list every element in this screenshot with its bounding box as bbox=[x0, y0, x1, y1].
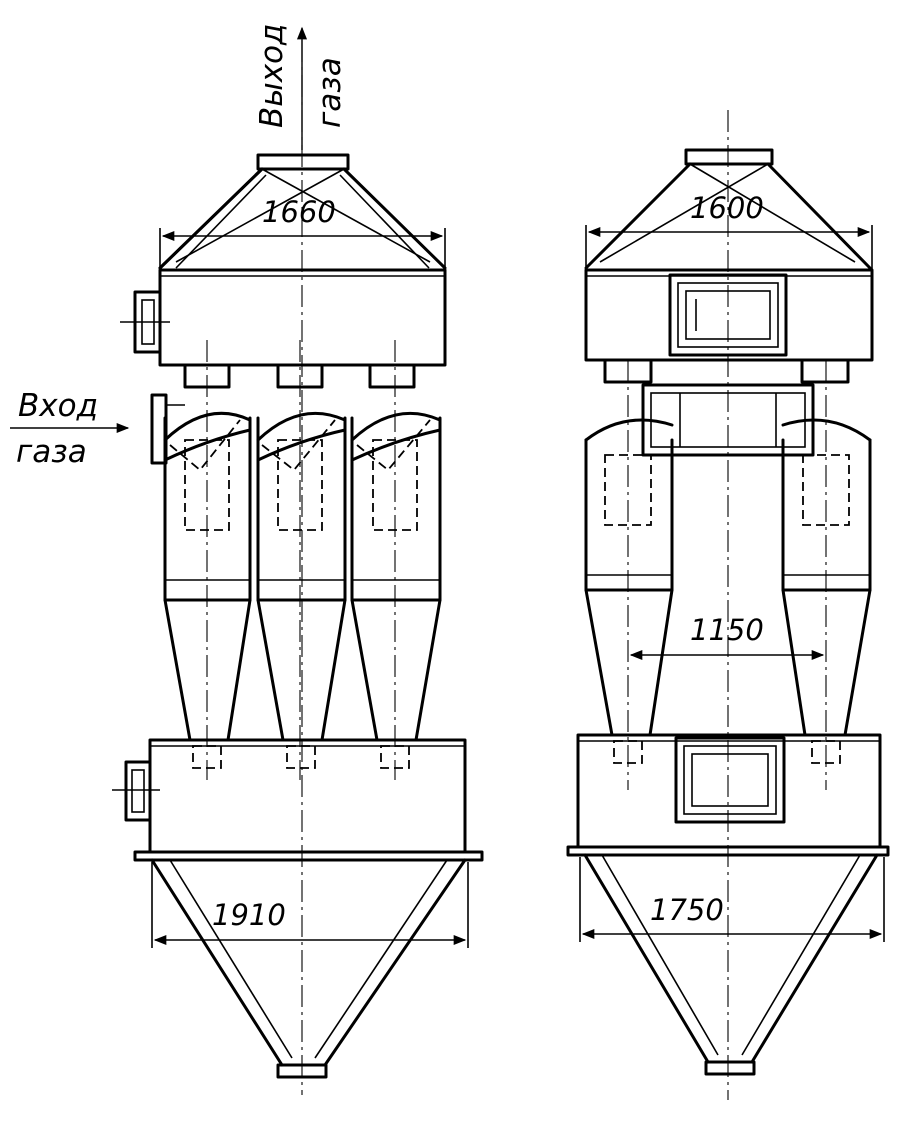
dimension-side-top bbox=[585, 225, 873, 270]
side-outlet-pipes bbox=[603, 358, 850, 384]
gas-inlet-label-line2: газа bbox=[16, 434, 87, 470]
dimension-front-top bbox=[159, 228, 446, 270]
side-hopper bbox=[583, 853, 879, 1076]
side-cyclone-left bbox=[584, 360, 674, 790]
dim-front-top-value: 1660 bbox=[262, 195, 336, 229]
gas-outlet-label-line1: Выход bbox=[254, 24, 290, 129]
dimension-side-hopper bbox=[579, 857, 885, 942]
gas-inlet-label-line1: Вход bbox=[18, 388, 98, 424]
front-top-hood bbox=[158, 153, 447, 270]
front-view bbox=[112, 40, 484, 1095]
side-cyclone-right bbox=[781, 360, 872, 790]
dim-front-hopper-value: 1910 bbox=[212, 898, 286, 932]
dim-side-hopper-value: 1750 bbox=[650, 893, 724, 927]
dim-side-spacing-value: 1150 bbox=[690, 613, 764, 647]
gas-outlet-label-line2: газа bbox=[312, 57, 348, 128]
front-cyclone-1 bbox=[163, 340, 252, 780]
side-lower-collector bbox=[566, 733, 890, 857]
front-gas-inlet-flange bbox=[150, 393, 185, 465]
dimension-front-hopper bbox=[151, 862, 469, 948]
side-lower-hatch bbox=[674, 736, 786, 824]
front-upper-collector bbox=[120, 268, 447, 367]
dim-side-top-value: 1600 bbox=[690, 191, 764, 225]
front-cyclone-2 bbox=[256, 340, 347, 780]
side-view bbox=[566, 110, 890, 1100]
front-lower-collector bbox=[112, 738, 484, 862]
side-top-hood bbox=[584, 148, 872, 270]
side-upper-hatch bbox=[668, 273, 788, 357]
front-cyclone-3 bbox=[350, 340, 442, 780]
front-hopper bbox=[150, 858, 467, 1079]
side-upper-collector bbox=[584, 268, 874, 362]
